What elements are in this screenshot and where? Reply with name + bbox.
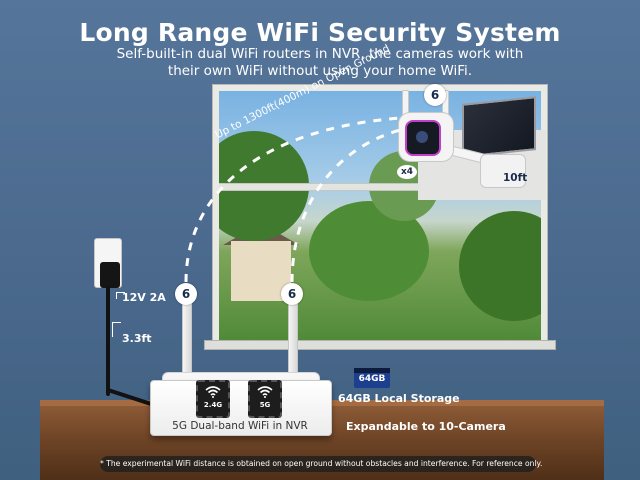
- signal-arc-left: [184, 116, 401, 283]
- cable-pointer-line: [112, 322, 121, 337]
- camera-lens: [405, 120, 441, 156]
- camera-quantity-badge: x4: [397, 165, 417, 179]
- nvr-recorder: [150, 380, 332, 436]
- wifi-icon: [250, 386, 280, 400]
- camera-cable-length: 10ft: [503, 172, 528, 184]
- chip-band-label: 2.4G: [203, 401, 223, 409]
- power-adapter: [100, 262, 120, 288]
- nvr-label: 5G Dual-band WiFi in NVR: [172, 420, 308, 432]
- power-cable: [106, 286, 110, 396]
- wifi-chip-5g: 5G: [248, 380, 282, 418]
- wifi6-badge-nvr-right: 6: [281, 283, 303, 305]
- chip-band-label: 5G: [259, 401, 271, 409]
- window: [212, 84, 548, 348]
- camera-mount: [480, 154, 526, 188]
- disclaimer-banner: * The experimental WiFi distance is obta…: [100, 456, 542, 472]
- page-subtitle: Self-built-in dual WiFi routers in NVR, …: [116, 46, 524, 79]
- adapter-pointer-line: [116, 292, 125, 299]
- nvr-antenna-right: [288, 300, 298, 380]
- wifi-icon: [198, 386, 228, 400]
- nvr-antenna-left: [182, 300, 192, 380]
- wifi-chip-2g: 2.4G: [196, 380, 230, 418]
- window-sill: [204, 340, 556, 350]
- wifi6-badge-camera: 6: [424, 84, 446, 106]
- security-camera: [398, 112, 454, 162]
- adapter-spec: 12V 2A: [122, 291, 166, 304]
- wifi6-badge-nvr-left: 6: [175, 283, 197, 305]
- sd-card: 64GB: [354, 368, 390, 388]
- expandable-label: Expandable to 10-Camera: [346, 420, 506, 433]
- power-cable-length: 3.3ft: [122, 332, 152, 345]
- window-mullion: [219, 183, 541, 191]
- storage-label: 64GB Local Storage: [338, 392, 460, 405]
- page-title: Long Range WiFi Security System: [79, 18, 561, 47]
- signal-arc-right: [290, 128, 401, 283]
- tree: [459, 211, 541, 321]
